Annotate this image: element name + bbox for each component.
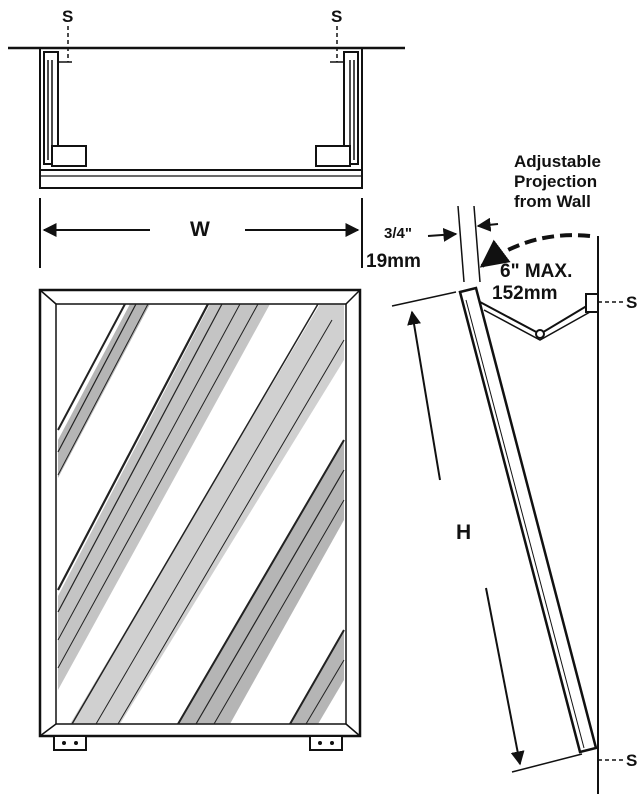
bottom-clip-left [51, 145, 87, 167]
top-view [8, 26, 405, 189]
adjustable-line-3: from Wall [514, 192, 591, 211]
wall-bracket-top [585, 293, 599, 313]
width-label: W [190, 218, 210, 241]
front-view [38, 288, 362, 751]
mirror-frame-outer [38, 288, 362, 738]
projection-max-mm: 152mm [492, 283, 558, 304]
height-label: H [456, 521, 472, 544]
projection-hinge-arm [479, 301, 591, 336]
bottom-tab-left [53, 735, 87, 751]
height-dimension-lower [485, 587, 525, 766]
adjustable-line-2: Projection [514, 172, 598, 191]
screw-label-top-right: S [331, 7, 343, 26]
side-view [391, 205, 624, 794]
screw-label-side-top: S [626, 293, 637, 312]
glass-reflection-streaks [57, 303, 345, 725]
bottom-clip-right [315, 145, 351, 167]
frame-depth-mm: 19mm [366, 251, 421, 272]
width-dimension [39, 198, 363, 268]
height-dimension-upper [407, 310, 441, 481]
screw-label-side-bottom: S [626, 751, 637, 770]
projection-max-inches: 6" MAX. [500, 261, 573, 282]
projection-curve-arrow [479, 233, 591, 268]
frame-depth-inches: 3/4" [384, 225, 412, 242]
tilted-mirror-profile [458, 286, 598, 754]
adjustable-line-1: Adjustable [514, 152, 601, 171]
adjustable-projection-note: Adjustable Projection from Wall [514, 152, 634, 212]
bottom-tab-right [309, 735, 343, 751]
screw-label-top-left: S [62, 7, 74, 26]
mirror-glass [55, 303, 347, 725]
top-view-body [39, 47, 363, 189]
